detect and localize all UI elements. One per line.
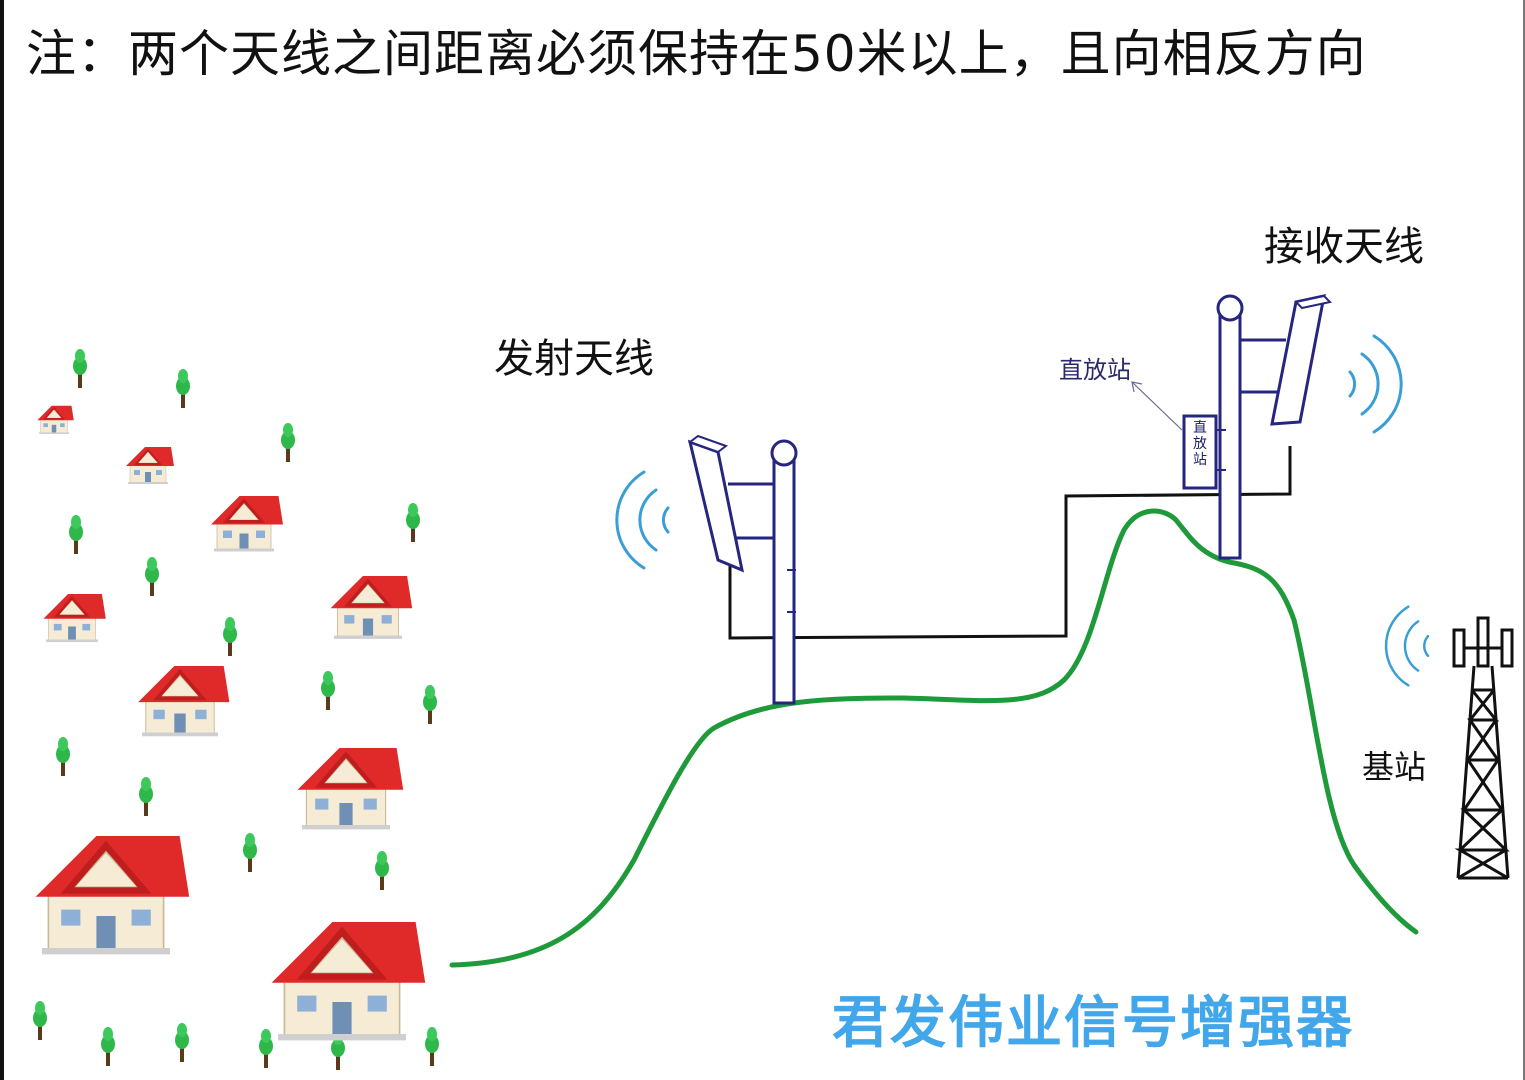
tree-icon	[375, 851, 389, 890]
diagram-canvas	[4, 294, 1514, 1070]
house-icon	[125, 446, 175, 485]
tree-icon	[145, 557, 159, 596]
panel-antenna-icon	[687, 439, 745, 573]
hill-outline	[449, 508, 1419, 968]
tree-icon	[139, 777, 153, 816]
tree-icon	[259, 1029, 273, 1068]
tree-icon	[243, 833, 257, 872]
tree-icon	[321, 671, 335, 710]
house-icon	[272, 922, 426, 1040]
house-icon	[42, 592, 108, 644]
panel-antenna-icon	[1270, 294, 1326, 426]
repeater-pointer	[1131, 381, 1183, 431]
cell-tower-icon	[1452, 616, 1514, 880]
transmit-antenna-label: 发射天线	[494, 336, 654, 382]
brand-name: 君发伟业信号增强器	[832, 991, 1354, 1056]
tree-icon	[425, 1027, 439, 1066]
repeater-box-icon	[1182, 414, 1218, 490]
antenna-mast-icon	[1218, 308, 1242, 560]
tree-icon	[423, 685, 437, 724]
tree-icon	[73, 349, 87, 388]
antenna-mast-icon	[772, 453, 796, 705]
receive-antenna	[1131, 294, 1403, 560]
repeater-box-text: 直放站	[1193, 420, 1207, 468]
transmit-antenna	[615, 434, 798, 705]
page-title-note: 注：两个天线之间距离必须保持在50米以上，且向相反方向	[26, 25, 1367, 83]
houses	[36, 405, 426, 1041]
feeder-cable	[728, 446, 1292, 640]
house-icon	[209, 494, 285, 553]
house-icon	[36, 836, 190, 954]
tree-icon	[406, 503, 420, 542]
base-station	[1384, 605, 1514, 880]
tree-icon	[101, 1027, 115, 1066]
signal-waves-icon	[1384, 605, 1430, 687]
house-icon	[136, 664, 232, 739]
signal-waves-icon	[1348, 334, 1403, 434]
receive-antenna-label: 接收天线	[1264, 224, 1424, 270]
base-station-label: 基站	[1362, 748, 1427, 786]
tree-icon	[33, 1001, 47, 1040]
repeater-label: 直放站	[1059, 356, 1131, 384]
tree-icon	[176, 369, 190, 408]
tree-icon	[56, 737, 70, 776]
house-icon	[298, 748, 404, 829]
tree-icon	[281, 423, 295, 462]
tree-icon	[175, 1023, 189, 1062]
signal-waves-icon	[615, 470, 670, 570]
tree-icon	[69, 515, 83, 554]
house-icon	[328, 574, 414, 641]
tree-icon	[223, 617, 237, 656]
house-icon	[36, 405, 75, 435]
